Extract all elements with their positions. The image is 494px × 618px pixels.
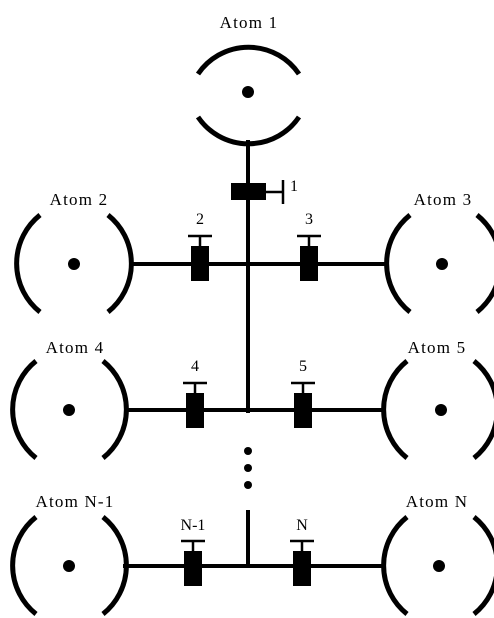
valve-5: 5 [291,358,315,428]
atom-label: Atom N-1 [35,492,114,511]
valve-4: 4 [183,358,207,428]
valve-2-body [191,246,209,281]
continuation-ellipsis [244,447,252,489]
valve-n-1: N-1 [181,517,206,586]
atom-1-node: Atom 1 [195,13,302,147]
atom-4-particle [63,404,75,416]
atom-label: Atom 5 [408,338,467,357]
atom-1-upper-cavity-arc [195,44,302,76]
valve-5-body [294,393,312,428]
atom-3-particle [436,258,448,270]
valve-label: N-1 [181,517,206,534]
atom-5-left-cavity-arc [381,359,409,460]
atom-n-1-node: Atom N-1 [10,492,129,616]
valve-1: 1 [231,178,298,204]
valve-1-body [231,183,266,200]
valve-3: 3 [297,211,321,281]
valve-label: 1 [290,178,298,195]
ellipsis-dot [244,481,252,489]
atom-n-1-left-cavity-arc [10,515,38,616]
ellipsis-dot [244,464,252,472]
atom-1-particle [242,86,254,98]
atom-1-lower-cavity-arc [195,115,302,147]
valve-n: N [290,517,314,586]
atom-n-particle [433,560,445,572]
atom-5-particle [435,404,447,416]
ellipsis-dot [244,447,252,455]
atom-2-particle [68,258,80,270]
valve-label: 3 [305,211,313,228]
atom-5-right-cavity-arc [472,359,494,460]
atom-label: Atom 3 [414,190,473,209]
atom-n-1-particle [63,560,75,572]
atom-n-right-cavity-arc [472,515,494,616]
valve-n-body [293,551,311,586]
valve-label: 2 [196,211,204,228]
atom-2-left-cavity-arc [14,213,42,314]
atom-n-1-right-cavity-arc [101,515,129,616]
atom-n-node: Atom N [381,492,494,616]
atom-2-right-cavity-arc [106,213,134,314]
valve-2: 2 [188,211,212,281]
atom-label: Atom 2 [50,190,109,209]
atom-label: Atom N [406,492,468,511]
atom-3-left-cavity-arc [384,213,412,314]
atom-4-right-cavity-arc [101,359,129,460]
valve-label: N [296,517,308,534]
atom-3-node: Atom 3 [384,190,494,314]
valve-label: 4 [191,358,199,375]
valve-3-body [300,246,318,281]
atom-4-node: Atom 4 [10,338,129,460]
valve-n-1-body [184,551,202,586]
atom-label: Atom 4 [46,338,105,357]
atom-label: Atom 1 [220,13,279,32]
valve-label: 5 [299,358,307,375]
atom-5-node: Atom 5 [381,338,494,460]
atom-n-left-cavity-arc [381,515,409,616]
atom-2-node: Atom 2 [14,190,134,314]
atom-4-left-cavity-arc [10,359,38,460]
atom-3-right-cavity-arc [475,213,494,314]
valve-4-body [186,393,204,428]
